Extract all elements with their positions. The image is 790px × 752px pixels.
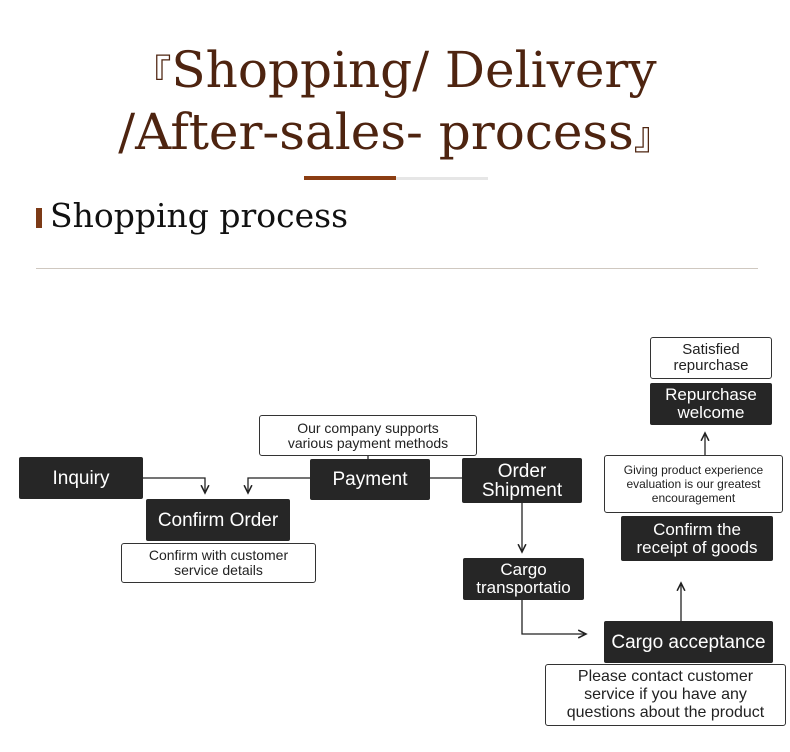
step-order-shipment: Order Shipment [462,458,582,503]
page-header: 『Shopping/ Delivery /After-sales- proces… [0,14,790,174]
note-product-evaluation: Giving product experience evaluation is … [604,455,783,513]
page-title-line-1: 『Shopping/ Delivery [0,42,790,102]
note-confirm-details: Confirm with customer service details [121,543,316,583]
title-underline-track [396,177,488,180]
open-bracket: 『 [133,52,172,96]
close-bracket: 』 [633,114,672,158]
note-satisfied-repurchase: Satisfied repurchase [650,337,772,379]
section-title: Shopping process [50,196,349,235]
section-marker [36,208,42,228]
page-title-line-2: /After-sales- process』 [0,104,790,164]
note-payment-methods: Our company supports various payment met… [259,415,477,456]
step-repurchase-welcome: Repurchase welcome [650,383,772,425]
note-contact-customer-service: Please contact customer service if you h… [545,664,786,726]
step-inquiry: Inquiry [19,457,143,499]
arrow-payment-to-confirm [248,477,310,493]
title-underline-accent [304,176,396,180]
title-text-2: /After-sales- process [118,103,634,161]
title-text-1: Shopping/ Delivery [171,41,657,99]
step-confirm-receipt: Confirm the receipt of goods [621,516,773,561]
arrow-inquiry-to-confirm [143,477,205,493]
step-confirm-order: Confirm Order [146,499,290,541]
step-cargo-acceptance: Cargo acceptance [604,621,773,663]
step-cargo-transportation: Cargo transportatio [463,558,584,600]
section-divider [36,268,758,269]
step-payment: Payment [310,459,430,500]
arrow-cargo-to-acceptance [521,600,586,634]
